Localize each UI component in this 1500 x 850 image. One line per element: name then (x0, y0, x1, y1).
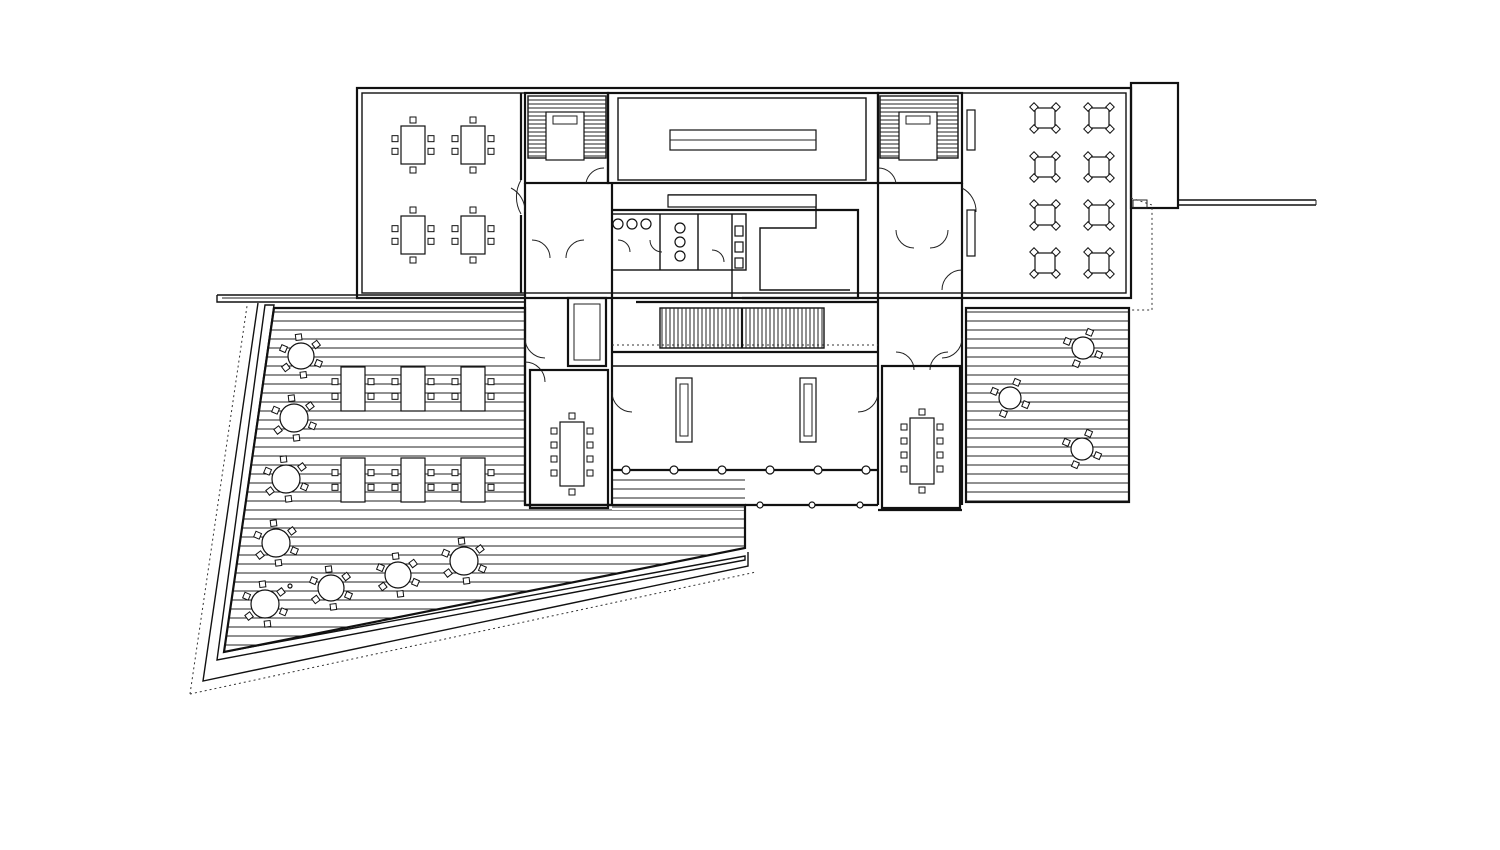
meeting-room-left (528, 368, 610, 510)
restrooms (611, 213, 747, 298)
stair-right-top (879, 95, 959, 161)
right-terrace-deck (964, 306, 1131, 504)
stair-left-top (527, 95, 607, 161)
tables-top-right (1029, 102, 1115, 279)
central-core (523, 91, 964, 512)
round-tables (241, 327, 1104, 628)
elevator (566, 296, 608, 368)
lobby (612, 365, 878, 509)
meeting-room-top-left (515, 93, 523, 293)
main-stair-center (659, 307, 825, 349)
tables-deck-left (331, 366, 495, 503)
tables-top-left (391, 116, 495, 264)
middle-deck-strip (612, 479, 745, 508)
cafe-counters (966, 109, 976, 257)
meeting-room-right (880, 364, 962, 510)
door-swings (510, 167, 977, 413)
